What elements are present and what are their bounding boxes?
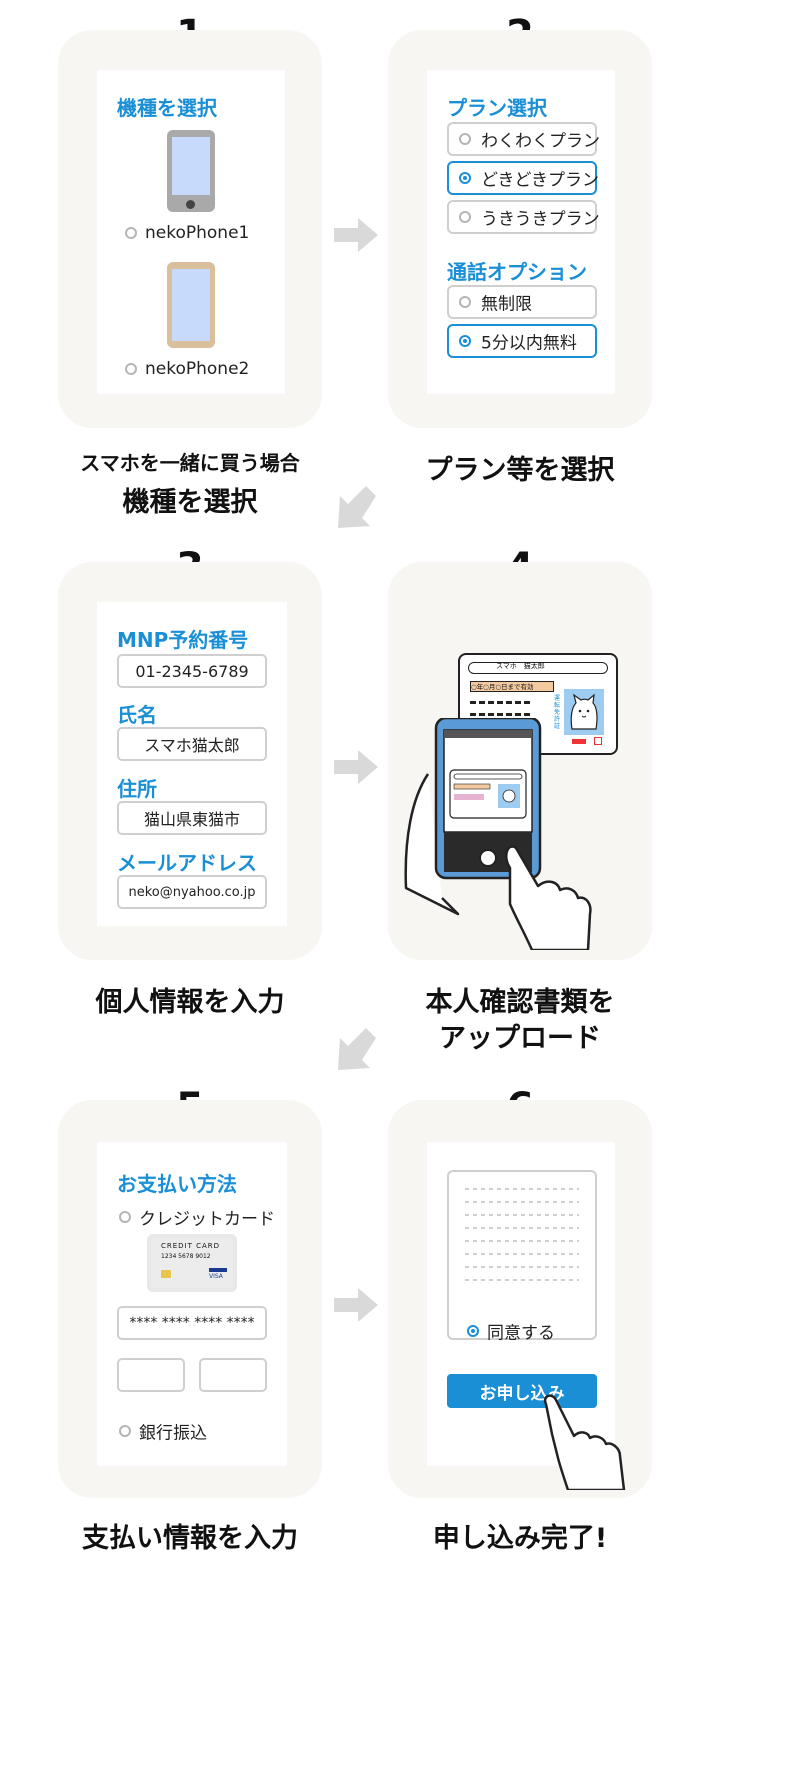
terms-box: 同意する — [447, 1170, 597, 1344]
step-3-caption: 個人情報を入力 — [95, 987, 285, 1018]
plan-option-1[interactable]: わくわくプラン — [447, 122, 600, 156]
pointing-hand-icon — [543, 1394, 626, 1490]
name-input[interactable]: スマホ猫太郎 — [117, 727, 267, 761]
field-label-name: 氏名 — [117, 703, 157, 727]
model-option-2[interactable]: nekoPhone2 — [125, 358, 275, 380]
radio-icon — [125, 363, 137, 375]
card-brand: VISA — [209, 1273, 223, 1280]
payment-option-label: 銀行振込 — [139, 1423, 207, 1444]
model-option-label: nekoPhone1 — [145, 223, 250, 243]
payment-option-bank[interactable]: 銀行振込 — [119, 1420, 279, 1444]
plan-option-label: うきうきプラン — [481, 209, 600, 230]
step-2-screen: プラン選択 わくわくプラン どきどきプラン うきうきプラン 通話オプション 無制… — [427, 70, 615, 394]
call-option-label: 5分以内無料 — [481, 333, 577, 354]
card-title: CREDIT CARD — [161, 1242, 221, 1250]
plan-option-2[interactable]: どきどきプラン — [447, 161, 599, 195]
payment-option-label: クレジットカード — [139, 1209, 275, 1230]
phone-gray-icon — [167, 130, 215, 212]
arrow-down-left-icon — [338, 1028, 376, 1070]
radio-icon — [459, 133, 471, 145]
radio-icon — [459, 296, 471, 308]
license-type: 運転免許証 — [554, 695, 561, 730]
payment-option-card[interactable]: クレジットカード — [119, 1206, 279, 1230]
radio-icon — [459, 211, 471, 223]
license-photo — [564, 689, 604, 735]
step-1-caption: 機種を選択 — [122, 487, 258, 518]
card-expiry-input[interactable] — [117, 1358, 185, 1392]
card-number: 1234 5678 9012 — [161, 1253, 211, 1260]
step-2-caption: プラン等を選択 — [425, 455, 615, 486]
arrow-right-icon — [334, 1288, 378, 1322]
terms-text-lines — [465, 1188, 579, 1292]
license-validity: ○年○月○日まで有効 — [470, 681, 554, 692]
field-label-address: 住所 — [117, 777, 157, 801]
license-name: スマホ 猫太郎 — [496, 662, 545, 670]
step-4-caption-line1: 本人確認書類を — [425, 987, 615, 1018]
call-option-title: 通話オプション — [447, 260, 587, 284]
card-number-input[interactable]: **** **** **** **** — [117, 1306, 267, 1340]
mnp-number-input[interactable]: 01-2345-6789 — [117, 654, 267, 688]
arrow-right-icon — [334, 750, 378, 784]
plan-option-3[interactable]: うきうきプラン — [447, 200, 600, 234]
agree-checkbox[interactable]: 同意する — [467, 1320, 587, 1344]
arrow-down-left-icon — [338, 486, 376, 528]
select-model-title: 機種を選択 — [117, 96, 217, 120]
call-option-label: 無制限 — [481, 294, 532, 315]
plan-select-title: プラン選択 — [447, 96, 547, 120]
step-1-caption-small: スマホを一緒に買う場合 — [80, 451, 300, 475]
field-label-mnp: MNP予約番号 — [117, 628, 249, 652]
radio-icon — [119, 1425, 131, 1437]
radio-icon — [119, 1211, 131, 1223]
call-option-1[interactable]: 無制限 — [447, 285, 597, 319]
apply-button[interactable]: お申し込み — [447, 1374, 597, 1408]
field-label-email: メールアドレス — [117, 851, 257, 875]
step-6-screen: 同意する お申し込み — [427, 1142, 615, 1466]
step-1-screen: 機種を選択 nekoPhone1 nekoPhone2 — [97, 70, 285, 394]
radio-selected-icon — [459, 335, 471, 347]
cat-icon — [570, 693, 598, 730]
step-6-caption: 申し込み完了! — [432, 1523, 608, 1554]
model-option-label: nekoPhone2 — [145, 359, 250, 379]
step-4-caption-line2: アップロード — [439, 1023, 601, 1054]
address-input[interactable]: 猫山県東猫市 — [117, 801, 267, 835]
arrow-right-icon — [334, 218, 378, 252]
card-cvc-input[interactable] — [199, 1358, 267, 1392]
payment-method-title: お支払い方法 — [117, 1172, 237, 1196]
phone-in-hand-illustration — [404, 718, 592, 950]
chip-icon — [161, 1270, 171, 1278]
agree-label: 同意する — [487, 1323, 555, 1344]
radio-selected-icon — [459, 172, 471, 184]
plan-option-label: どきどきプラン — [481, 170, 599, 191]
credit-card-icon: CREDIT CARD 1234 5678 9012 VISA — [147, 1234, 237, 1292]
radio-selected-icon — [467, 1325, 479, 1337]
phone-gold-icon — [167, 262, 215, 348]
plan-option-label: わくわくプラン — [481, 131, 600, 152]
step-5-screen: お支払い方法 クレジットカード CREDIT CARD 1234 5678 90… — [97, 1142, 287, 1466]
email-input[interactable]: neko@nyahoo.co.jp — [117, 875, 267, 909]
step-3-screen: MNP予約番号 01-2345-6789 氏名 スマホ猫太郎 住所 猫山県東猫市… — [97, 602, 287, 926]
step-5-caption: 支払い情報を入力 — [82, 1523, 298, 1554]
model-option-1[interactable]: nekoPhone1 — [125, 222, 275, 244]
radio-icon — [125, 227, 137, 239]
call-option-2[interactable]: 5分以内無料 — [447, 324, 597, 358]
